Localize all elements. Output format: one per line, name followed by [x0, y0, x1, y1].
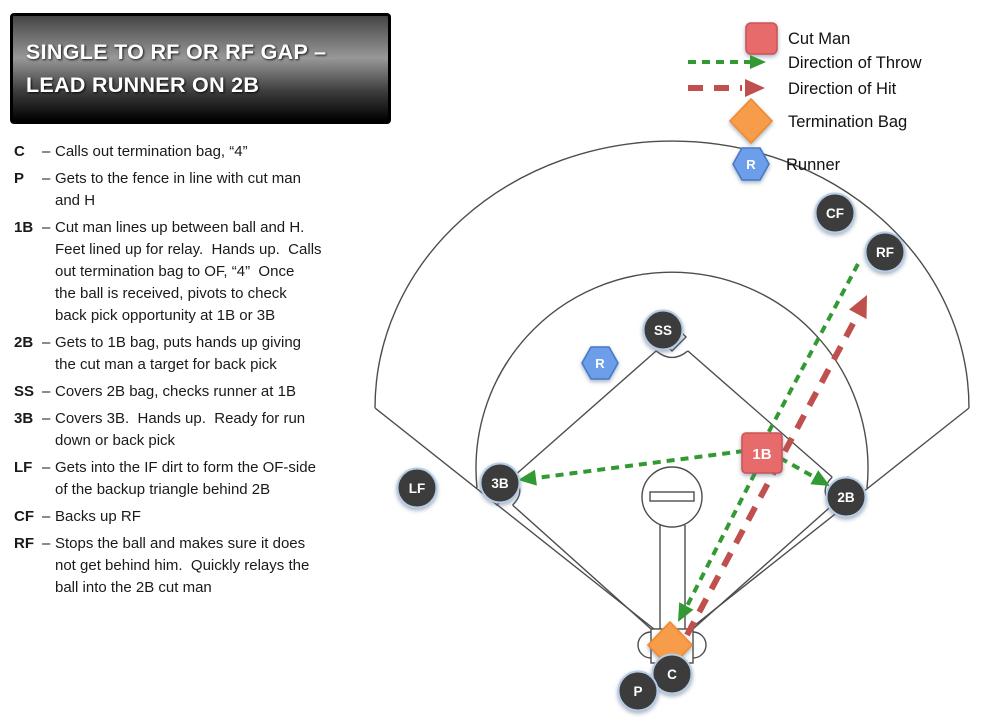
assignment-item-rf: RF – Stops the ball and makes sure it do…	[14, 533, 386, 599]
throw-line-rf-to-cutman	[764, 263, 860, 438]
assignments-list: C – Calls out termination bag, “4” P – G…	[14, 141, 386, 604]
legend-cutman-label: Cut Man	[788, 30, 850, 48]
assignment-label: C	[14, 143, 25, 160]
outfield-fence	[374, 140, 970, 409]
assignment-item-c: C – Calls out termination bag, “4”	[14, 141, 386, 163]
player-marker-rf-label: RF	[876, 245, 894, 260]
player-marker-ss	[642, 309, 684, 351]
basepath-third-to-second	[512, 350, 657, 478]
player-marker-2b-label: 2B	[837, 490, 855, 505]
player-marker-3b	[479, 462, 521, 504]
assignment-label: 2B	[14, 334, 34, 351]
legend-hit-label: Direction of Hit	[788, 80, 897, 98]
throw-line-cutman-to-home	[684, 472, 757, 609]
assignment-label: RF	[14, 535, 34, 552]
player-marker-ss-label: SS	[654, 323, 672, 338]
cutman-marker	[741, 432, 783, 474]
assignment-dash: –	[42, 535, 51, 552]
legend-throw-label: Direction of Throw	[788, 54, 922, 72]
player-marker-2b	[825, 476, 867, 518]
assignment-text: Calls out termination bag, “4”	[55, 143, 248, 160]
assignment-dash: –	[42, 508, 51, 525]
assignment-label: 1B	[14, 219, 34, 236]
player-marker-cf-label: CF	[826, 206, 844, 221]
legend-termination-bag-label: Termination Bag	[788, 113, 907, 131]
assignment-item-2b: 2B – Gets to 1B bag, puts hands up givin…	[14, 332, 386, 376]
throw-line-cutman-to-second	[779, 456, 817, 480]
title-line-2: LEAD RUNNER ON 2B	[26, 73, 260, 97]
assignment-label: P	[14, 170, 25, 187]
hit-line-home-to-rf	[684, 316, 859, 637]
hit-arrowhead	[849, 295, 867, 319]
legend: Cut Man Direction of Throw Direction of …	[688, 22, 922, 181]
field-markers: 1B R C P SS 3B 2B LF CF RF	[396, 192, 906, 712]
throw-arrowhead-third	[518, 469, 537, 486]
player-marker-c	[651, 653, 693, 695]
assignment-text: Gets into the IF dirt to form the OF-sid…	[55, 459, 316, 498]
assignment-dash: –	[42, 170, 51, 187]
assignment-item-lf: LF – Gets into the IF dirt to form the O…	[14, 457, 386, 501]
cutman-marker-label: 1B	[752, 446, 771, 463]
throw-line-cutman-to-third	[535, 449, 745, 480]
player-marker-c-label: C	[667, 667, 677, 682]
player-marker-p-label: P	[633, 684, 642, 699]
legend-runner-swatch-label: R	[746, 157, 756, 172]
legend-cutman-swatch	[745, 22, 778, 55]
throw-arrowhead-home	[678, 602, 694, 622]
assignment-label: LF	[14, 459, 33, 476]
assignment-label: 3B	[14, 410, 34, 427]
legend-runner-label: Runner	[786, 156, 841, 174]
assignment-dash: –	[42, 143, 51, 160]
legend-throw-arrowhead	[750, 55, 766, 69]
batter-arc-right	[692, 631, 707, 659]
infield-arc	[475, 271, 869, 489]
assignment-label: SS	[14, 383, 35, 400]
assignment-dash: –	[42, 334, 51, 351]
legend-hit-arrowhead	[745, 79, 765, 97]
assignment-text: Gets to the fence in line with cut man a…	[55, 170, 301, 209]
assignment-item-ss: SS – Covers 2B bag, checks runner at 1B	[14, 381, 386, 403]
pitcher-mound	[641, 466, 703, 528]
runner-marker-infield-label: R	[595, 356, 605, 371]
assignment-text: Covers 2B bag, checks runner at 1B	[55, 383, 296, 400]
assignment-item-1b: 1B – Cut man lines up between ball and H…	[14, 217, 386, 327]
assignment-text: Backs up RF	[55, 508, 141, 525]
player-marker-3b-label: 3B	[491, 476, 509, 491]
assignment-text: Gets to 1B bag, puts hands up giving the…	[55, 334, 301, 373]
throw-arrowhead-second	[810, 470, 830, 486]
assignment-dash: –	[42, 459, 51, 476]
legend-termination-bag-swatch	[728, 97, 774, 145]
field-lines	[374, 140, 970, 664]
runner-marker-infield	[581, 346, 619, 380]
assignment-text: Covers 3B. Hands up. Ready for run down …	[55, 410, 306, 449]
title-line-1: SINGLE TO RF OR RF GAP –	[26, 40, 327, 64]
assignment-item-p: P – Gets to the fence in line with cut m…	[14, 168, 386, 212]
assignment-dash: –	[42, 219, 51, 236]
basepath-home-to-first	[692, 504, 833, 630]
basepath-second-to-first	[687, 350, 833, 478]
assignment-label: CF	[14, 508, 34, 525]
player-marker-rf	[864, 231, 906, 273]
play-arrows	[518, 263, 867, 637]
assignment-dash: –	[42, 410, 51, 427]
assignment-item-3b: 3B – Covers 3B. Hands up. Ready for run …	[14, 408, 386, 452]
legend-runner-swatch	[732, 147, 770, 181]
second-base-notch-arc	[655, 350, 689, 359]
assignment-item-cf: CF – Backs up RF	[14, 506, 386, 528]
assignment-text: Stops the ball and makes sure it does no…	[55, 535, 310, 596]
batter-arc-left	[637, 631, 652, 659]
player-marker-cf	[814, 192, 856, 234]
assignment-dash: –	[42, 383, 51, 400]
assignment-text: Cut man lines up between ball and H. Fee…	[55, 219, 322, 324]
foul-line-right	[660, 407, 970, 653]
basepath-home-to-third	[512, 504, 652, 630]
player-marker-lf-label: LF	[409, 481, 426, 496]
player-marker-lf	[396, 467, 438, 509]
player-marker-p	[617, 670, 659, 712]
pitcher-rubber	[649, 491, 695, 502]
title-box: SINGLE TO RF OR RF GAP – LEAD RUNNER ON …	[10, 13, 391, 124]
